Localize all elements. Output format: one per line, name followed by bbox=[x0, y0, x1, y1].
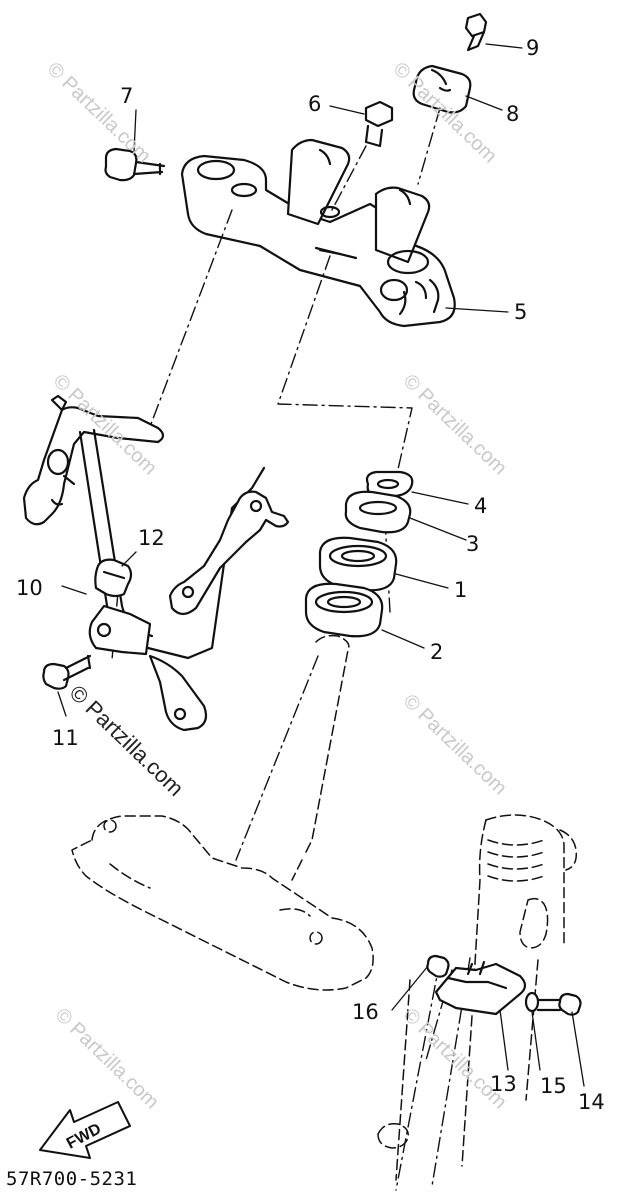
callout-7: 7 bbox=[120, 84, 134, 108]
callout-8: 8 bbox=[506, 102, 520, 126]
callout-15: 15 bbox=[540, 1074, 567, 1098]
callout-6: 6 bbox=[308, 92, 322, 116]
callout-4: 4 bbox=[474, 494, 488, 518]
steering-stem bbox=[71, 634, 374, 991]
callout-16: 16 bbox=[352, 1000, 379, 1024]
nut-16 bbox=[426, 954, 450, 978]
callout-12: 12 bbox=[138, 526, 165, 550]
washer-3 bbox=[344, 490, 412, 534]
bearing-2 bbox=[304, 582, 384, 638]
callout-9: 9 bbox=[526, 36, 540, 60]
callout-11: 11 bbox=[52, 726, 79, 750]
bracket-10 bbox=[22, 394, 290, 732]
diagram-part-code: 57R700-5231 bbox=[6, 1168, 138, 1190]
bearing-1 bbox=[318, 536, 398, 592]
bolt-6 bbox=[364, 100, 394, 148]
upper-bracket-5 bbox=[180, 138, 456, 328]
washer-15 bbox=[524, 991, 540, 1013]
callout-1: 1 bbox=[454, 578, 468, 602]
callout-14: 14 bbox=[578, 1090, 605, 1114]
bolt-14 bbox=[536, 992, 582, 1016]
callout-13: 13 bbox=[490, 1072, 517, 1096]
handlebar-holder-8 bbox=[412, 64, 472, 114]
callout-leaders bbox=[57, 43, 585, 1087]
grommet-12 bbox=[94, 558, 133, 598]
callout-3: 3 bbox=[466, 532, 480, 556]
bolt-9 bbox=[464, 12, 488, 52]
nut-4 bbox=[365, 470, 414, 498]
fwd-arrow bbox=[39, 1101, 131, 1159]
callout-10: 10 bbox=[16, 576, 43, 600]
callout-2: 2 bbox=[430, 640, 444, 664]
bolt-11 bbox=[42, 654, 92, 690]
cable-guide-13 bbox=[434, 960, 527, 1016]
bolt-7 bbox=[104, 147, 166, 182]
fork-tube bbox=[377, 814, 578, 1181]
callout-5: 5 bbox=[514, 300, 528, 324]
